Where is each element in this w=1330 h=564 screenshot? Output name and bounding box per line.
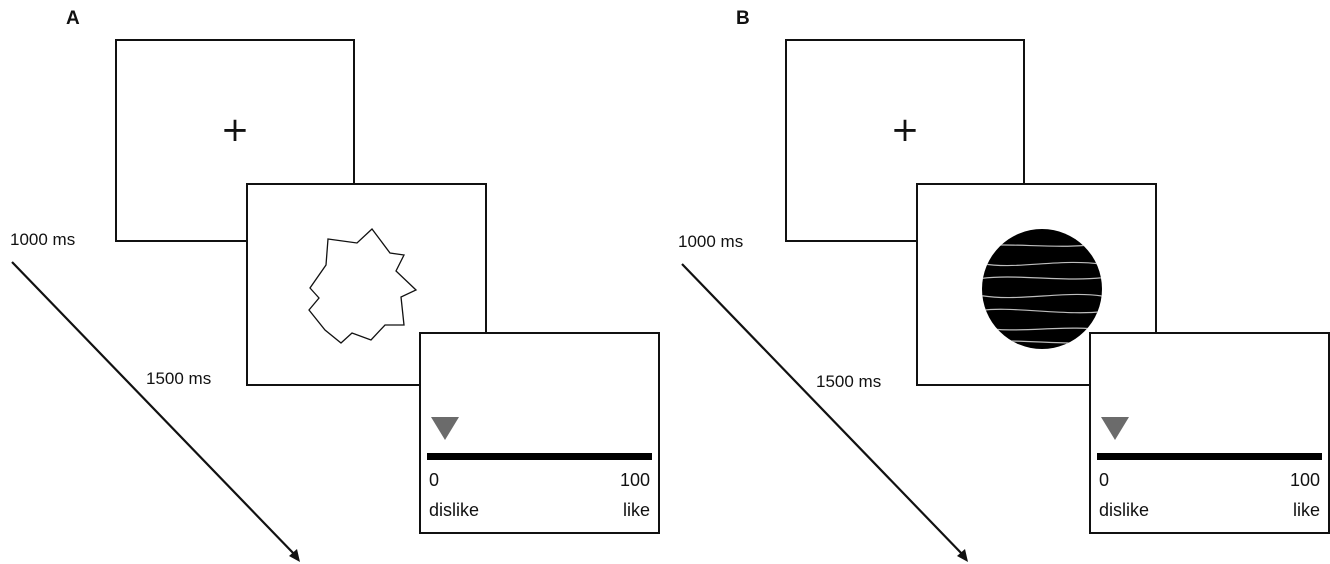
panel-a: A 1000 ms 1500 ms + 0 100 dislike like [10,8,660,562]
timing-label-second: 1500 ms [146,369,212,388]
scale-right-anchor: like [1292,500,1320,520]
irregular-polygon-stimulus [308,228,418,344]
panel-b: B 1000 ms 1500 ms + 0 100 dislike [670,0,1330,564]
rating-frame: 0 100 dislike like [419,332,660,534]
rating-scale-bar[interactable] [1097,453,1322,460]
timing-label-first: 1000 ms [678,232,744,251]
timing-label-first: 1000 ms [10,230,76,249]
panel-letter: A [66,8,80,29]
panel-letter: B [736,8,750,29]
timing-label-second: 1500 ms [816,372,882,391]
striped-sphere-stimulus [982,229,1102,349]
scale-right-anchor: like [622,500,650,520]
scale-max-label: 100 [619,470,650,490]
scale-max-label: 100 [1289,470,1320,490]
fixation-cross: + [890,110,920,150]
scale-left-anchor: dislike [1099,500,1150,520]
scale-min-label: 0 [429,470,440,490]
scale-min-label: 0 [1099,470,1110,490]
scale-pointer-icon[interactable] [1101,417,1129,440]
rating-frame: 0 100 dislike like [1089,332,1330,534]
time-arrow [11,261,300,562]
scale-pointer-icon[interactable] [431,417,459,440]
rating-scale-bar[interactable] [427,453,652,460]
time-arrow [681,263,968,562]
scale-left-anchor: dislike [429,500,480,520]
fixation-cross: + [220,110,250,150]
